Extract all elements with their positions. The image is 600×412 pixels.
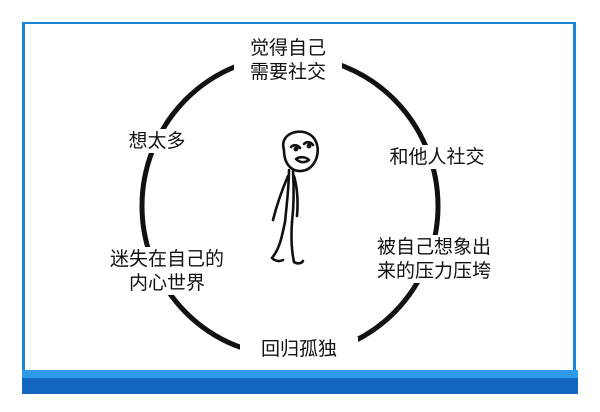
bottom-bar-dark [22, 378, 578, 394]
bottom-bar-light [22, 370, 578, 378]
node-return-to-loneliness: 回归孤独 [240, 337, 358, 361]
stick-figure-icon [270, 130, 319, 265]
node-overthinking: 想太多 [114, 129, 200, 153]
cycle-ring [139, 53, 441, 359]
node-feel-need-social: 觉得自己 需要社交 [234, 36, 342, 84]
node-crushed-by-imagined-pressure: 被自己想象出 来的压力压垮 [352, 235, 516, 283]
node-socialize-with-others: 和他人社交 [367, 145, 507, 169]
node-lost-in-inner-world: 迷失在自己的 内心世界 [92, 247, 242, 295]
